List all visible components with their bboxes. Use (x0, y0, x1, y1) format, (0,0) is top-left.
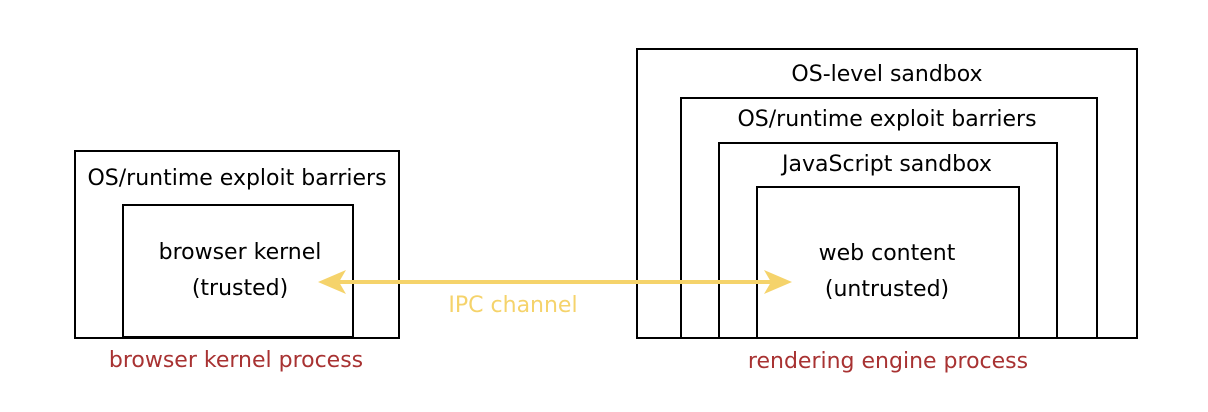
browser-kernel-label: browser kernel (158, 240, 322, 265)
os-level-sandbox-label: OS-level sandbox (791, 62, 983, 87)
right-exploit-barrier-label: OS/runtime exploit barriers (737, 107, 1037, 132)
browser-kernel-process-label: browser kernel process (108, 348, 364, 373)
ipc-arrowhead-left (318, 270, 346, 294)
browser-kernel-trust-label: (trusted) (191, 276, 289, 301)
web-content-box (756, 186, 1020, 339)
browser-kernel-box (122, 204, 354, 338)
left-exploit-barrier-box (74, 150, 400, 339)
javascript-sandbox-label: JavaScript sandbox (782, 152, 992, 177)
ipc-arrowhead-right (764, 270, 792, 294)
web-content-trust-label: (untrusted) (824, 277, 950, 302)
left-exploit-barrier-label: OS/runtime exploit barriers (87, 166, 387, 191)
ipc-channel-label: IPC channel (448, 293, 578, 318)
web-content-label: web content (818, 241, 956, 266)
rendering-engine-process-label: rendering engine process (747, 349, 1029, 374)
